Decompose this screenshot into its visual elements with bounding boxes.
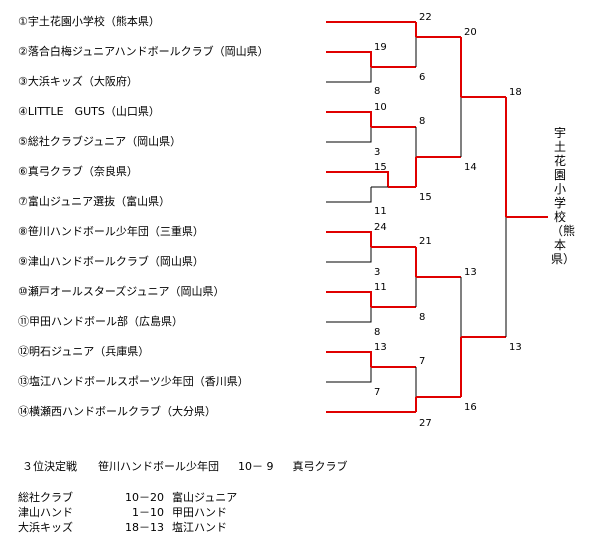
third-place-label: ３位決定戦: [22, 460, 77, 473]
placement-row-1: 総社クラブ 10－20 富山ジュニア: [18, 491, 237, 504]
r1-line-team13: [326, 367, 372, 383]
r1-line-team7: [326, 187, 372, 203]
team-14: ⑭横瀬西ハンドボールクラブ（大分県）: [18, 405, 216, 418]
placement-score: 18－13: [125, 521, 164, 534]
score-sf1-a: 20: [464, 27, 477, 38]
team-10: ⑩瀬戸オールスターズジュニア（岡山県）: [18, 285, 225, 298]
team-11: ⑪甲田ハンドボール部（広島県）: [18, 315, 183, 328]
r1-line-team3: [326, 67, 372, 83]
placement-score: 1－10: [132, 506, 164, 519]
score-r2-m4-b: 27: [419, 418, 432, 429]
team-3: ③大浜キッズ（大阪府）: [18, 75, 138, 88]
placement-team-b: 甲田ハンド: [172, 506, 227, 519]
score-r1-m3-a: 15: [374, 162, 387, 173]
r1-line-team11: [326, 307, 372, 323]
placement-row-3: 大浜キッズ 18－13 塩江ハンド: [18, 521, 227, 534]
score-r2-m3-b: 8: [419, 312, 425, 323]
r1-line-team4: [326, 111, 372, 127]
third-place-score: 10－ 9: [238, 460, 274, 473]
team-13: ⑬塩江ハンドボールスポーツ少年団（香川県）: [18, 375, 249, 388]
score-r2-m1-a: 22: [419, 12, 432, 23]
team-4: ④LITTLE GUTS（山口県）: [18, 105, 160, 118]
team-5: ⑤総社クラブジュニア（岡山県）: [18, 135, 182, 148]
final-lines: [505, 97, 548, 337]
score-r2-m2-a: 8: [419, 116, 425, 127]
third-place-row: ３位決定戦 笹川ハンドボール少年団 10－ 9 真弓クラブ: [22, 460, 348, 473]
r1-line-team6: [326, 171, 389, 187]
score-r1-m1-b: 8: [374, 86, 380, 97]
third-place-team-b: 真弓クラブ: [292, 460, 348, 473]
team-2: ②落合白梅ジュニアハンドボールクラブ（岡山県）: [18, 45, 269, 58]
r1-line-team9: [326, 247, 372, 263]
r1-line-team10: [326, 291, 372, 307]
team-1: ①宇土花園小学校（熊本県）: [18, 15, 160, 28]
score-r1-m5-b: 8: [374, 327, 380, 338]
placement-team-b: 塩江ハンド: [172, 521, 227, 534]
champion-label: 宇土花園小学校（熊本県）: [551, 126, 576, 266]
r1-line-team2: [326, 51, 372, 67]
score-r2-m1-b: 6: [419, 72, 425, 83]
scores: 19 8 10 3 15 11 24 3 11 8 13 7 22 6 8 15…: [374, 12, 522, 429]
round1-lines: [326, 21, 416, 413]
round2-lines: [415, 22, 461, 412]
score-r2-m3-a: 21: [419, 236, 432, 247]
score-r1-m4-b: 3: [374, 267, 380, 278]
placement-score: 10－20: [125, 491, 164, 504]
team-12: ⑫明石ジュニア（兵庫県）: [18, 345, 150, 358]
score-r1-m1-a: 19: [374, 42, 387, 53]
score-r1-m6-a: 13: [374, 342, 387, 353]
score-sf2-b: 16: [464, 402, 477, 413]
r1-line-team12: [326, 351, 372, 367]
team-8: ⑧笹川ハンドボール少年団（三重県）: [18, 225, 204, 238]
score-final-b: 13: [509, 342, 522, 353]
score-sf2-a: 13: [464, 267, 477, 278]
score-r1-m6-b: 7: [374, 387, 380, 398]
team-7: ⑦富山ジュニア選抜（富山県）: [18, 195, 171, 208]
placement-row-2: 津山ハンド 1－10 甲田ハンド: [18, 506, 227, 519]
r1-line-team8: [326, 231, 372, 247]
score-sf1-b: 14: [464, 162, 477, 173]
score-final-a: 18: [509, 87, 522, 98]
semifinal-lines: [460, 37, 506, 397]
score-r1-m2-b: 3: [374, 147, 380, 158]
score-r1-m2-a: 10: [374, 102, 387, 113]
score-r2-m2-b: 15: [419, 192, 432, 203]
score-r2-m4-a: 7: [419, 356, 425, 367]
team-6: ⑥真弓クラブ（奈良県）: [18, 165, 138, 178]
score-r1-m4-a: 24: [374, 222, 387, 233]
r1-line-team5: [326, 127, 372, 143]
placement-team-a: 大浜キッズ: [18, 521, 73, 534]
placement-team-a: 津山ハンド: [18, 506, 73, 519]
score-r1-m5-a: 11: [374, 282, 387, 293]
placement-team-b: 富山ジュニア: [172, 491, 238, 504]
score-r1-m3-b: 11: [374, 206, 387, 217]
placement-team-a: 総社クラブ: [18, 491, 73, 504]
team-9: ⑨津山ハンドボールクラブ（岡山県）: [18, 255, 204, 268]
third-place-team-a: 笹川ハンドボール少年団: [98, 460, 219, 473]
